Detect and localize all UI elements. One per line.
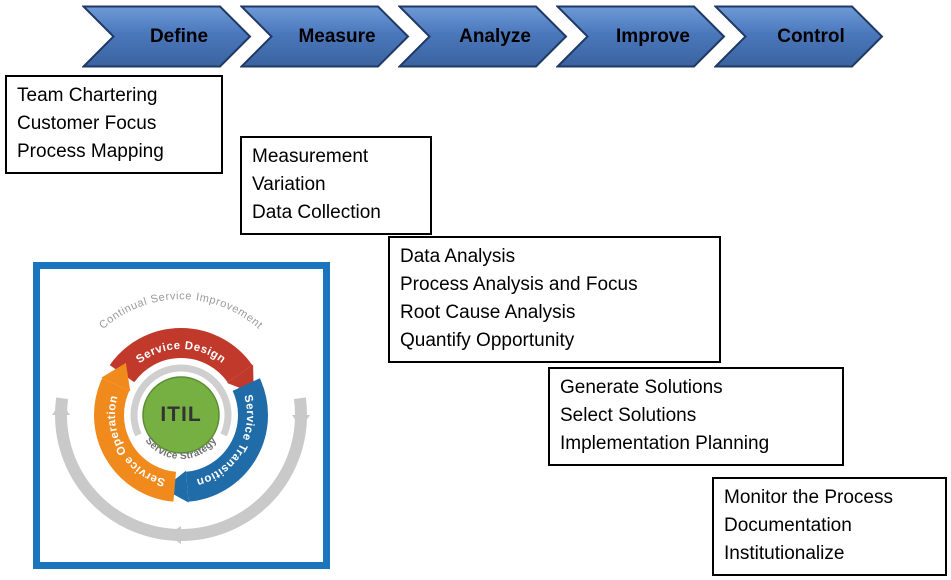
activity-item: Documentation (724, 515, 852, 536)
activity-item: Institutionalize (724, 543, 845, 564)
phase-label-control: Control (777, 25, 845, 47)
service-operation-arc (94, 378, 177, 502)
inner-ring-gap (134, 432, 228, 467)
phase-label-improve: Improve (616, 25, 690, 47)
itil-image-frame: Continual Service Improvement Service De… (33, 262, 330, 569)
chevron-arrow-shape (398, 5, 568, 68)
chevron-arrow-shape (556, 5, 726, 68)
svg-text:Continual Service Improvement: Continual Service Improvement (97, 290, 265, 331)
phase-chevron-define: Define (82, 5, 252, 68)
itil-center-label: ITIL (160, 403, 201, 426)
activity-item: Root Cause Analysis (400, 302, 576, 323)
outer-ring-label: Continual Service Improvement (97, 290, 264, 331)
activity-item: Customer Focus (17, 113, 157, 134)
activity-item: Process Mapping (17, 141, 164, 162)
activity-item: Implementation Planning (560, 433, 770, 454)
outer-ring-arrow-icon (292, 415, 310, 428)
activity-item: Measurement (252, 146, 369, 167)
phase-chevron-analyze: Analyze (398, 5, 568, 68)
chevron-arrow-shape (82, 5, 252, 68)
activity-item: Select Solutions (560, 405, 697, 426)
itil-lifecycle-diagram: Continual Service Improvement Service De… (52, 287, 310, 544)
chevron-arrow-shape (714, 5, 884, 68)
service-strategy-circle (142, 376, 220, 454)
improve-activities-box: Generate Solutions Select Solutions Impl… (548, 367, 844, 466)
activity-item: Data Analysis (400, 246, 516, 267)
activity-item: Team Chartering (17, 85, 158, 106)
phase-label-define: Define (149, 25, 209, 47)
phase-chevron-improve: Improve (556, 5, 726, 68)
measure-activities-box: Measurement Variation Data Collection (240, 136, 432, 235)
chevron-arrow-shape (240, 5, 410, 68)
phase-label-analyze: Analyze (459, 25, 531, 47)
define-activities-box: Team Chartering Customer Focus Process M… (5, 75, 223, 174)
outer-ring-gap (54, 287, 308, 400)
activity-item: Monitor the Process (724, 487, 893, 508)
outer-ring-arrow-icon (52, 402, 70, 415)
activity-item: Process Analysis and Focus (400, 274, 638, 295)
service-design-arc (109, 328, 253, 383)
phase-label-measure: Measure (298, 25, 376, 47)
phase-chevron-measure: Measure (240, 5, 410, 68)
activity-item: Data Collection (252, 202, 381, 223)
phase-chevron-control: Control (714, 5, 884, 68)
service-transition-arc (185, 378, 268, 502)
activity-item: Quantify Opportunity (400, 330, 575, 351)
service-transition-arrow-icon (163, 470, 189, 503)
control-activities-box: Monitor the Process Documentation Instit… (712, 477, 947, 576)
service-operation-arrow-icon (101, 362, 131, 392)
outer-ring-arrow-icon (168, 526, 181, 544)
activity-item: Variation (252, 174, 326, 195)
analyze-activities-box: Data Analysis Process Analysis and Focus… (388, 236, 721, 363)
activity-item: Generate Solutions (560, 377, 723, 398)
